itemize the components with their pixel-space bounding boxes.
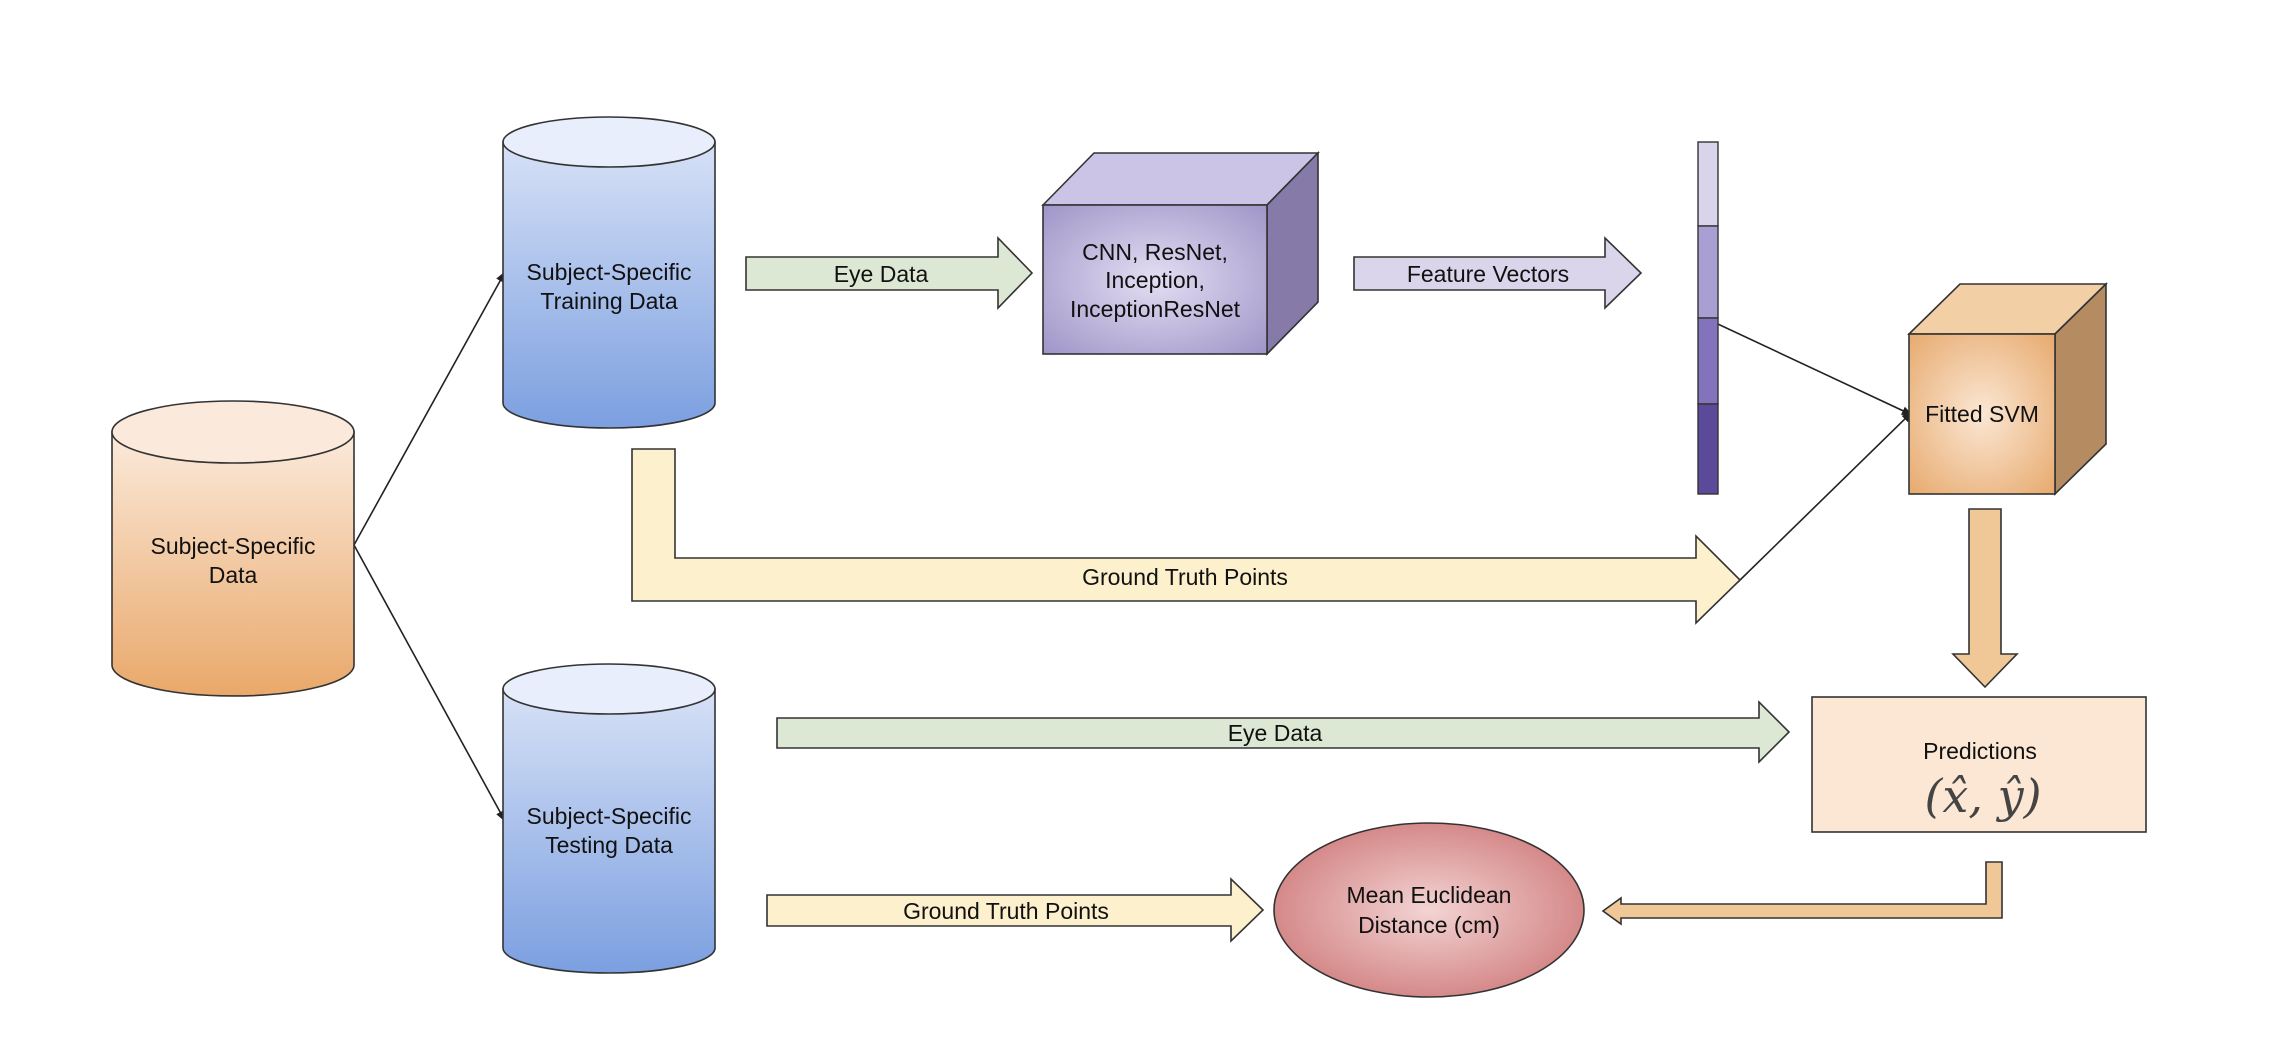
ground-truth-arrow-bottom: Ground Truth Points (766, 877, 1265, 943)
training-data-label-1: Subject-Specific (527, 259, 692, 285)
subject-data-cylinder: Subject-Specific Data (111, 400, 355, 697)
predictions-to-distance-arrow (1601, 861, 2003, 926)
ground-truth-bottom-label: Ground Truth Points (903, 898, 1109, 924)
cnn-model-block: CNN, ResNet, Inception, InceptionResNet (1041, 151, 1320, 356)
mean-distance-label-2: Distance (cm) (1358, 912, 1500, 938)
training-data-cylinder: Subject-Specific Training Data (502, 116, 716, 429)
predictions-label: Predictions (1923, 738, 2037, 764)
feature-vectors-label: Feature Vectors (1407, 261, 1569, 287)
testing-data-cylinder: Subject-Specific Testing Data (502, 663, 716, 974)
connector-data-to-training (353, 271, 506, 546)
predictions-formula: (x̂, ŷ) (1924, 769, 2041, 823)
eye-data-arrow-top: Eye Data (745, 236, 1034, 310)
eye-data-bottom-label: Eye Data (1228, 720, 1323, 746)
subject-data-label-2: Data (209, 562, 258, 588)
eye-data-arrow-bottom: Eye Data (776, 700, 1791, 764)
cnn-label-2: Inception, (1105, 267, 1205, 293)
feature-vectors-arrow: Feature Vectors (1353, 236, 1643, 310)
fitted-svm-label: Fitted SVM (1925, 401, 2039, 427)
testing-data-label-2: Testing Data (545, 832, 673, 858)
svm-to-predictions-arrow (1951, 508, 2019, 689)
ground-truth-arrow-top: Ground Truth Points (631, 448, 1742, 625)
connector-data-to-testing (353, 544, 506, 822)
connector-features-to-svm (1704, 317, 1914, 416)
ground-truth-top-label: Ground Truth Points (1082, 564, 1288, 590)
subject-data-label-1: Subject-Specific (151, 533, 316, 559)
mean-distance-ellipse: Mean Euclidean Distance (cm) (1273, 822, 1585, 998)
predictions-box: Predictions (x̂, ŷ) (1811, 696, 2147, 833)
mean-distance-label-1: Mean Euclidean (1347, 882, 1512, 908)
testing-data-label-1: Subject-Specific (527, 803, 692, 829)
eye-data-top-label: Eye Data (834, 261, 929, 287)
feature-vector-bar (1697, 141, 1719, 495)
cnn-label-3: InceptionResNet (1070, 296, 1241, 322)
training-data-label-2: Training Data (540, 288, 677, 314)
cnn-label-1: CNN, ResNet, (1082, 239, 1228, 265)
fitted-svm-block: Fitted SVM (1907, 282, 2108, 496)
connector-groundtruth-to-svm (1737, 411, 1913, 583)
